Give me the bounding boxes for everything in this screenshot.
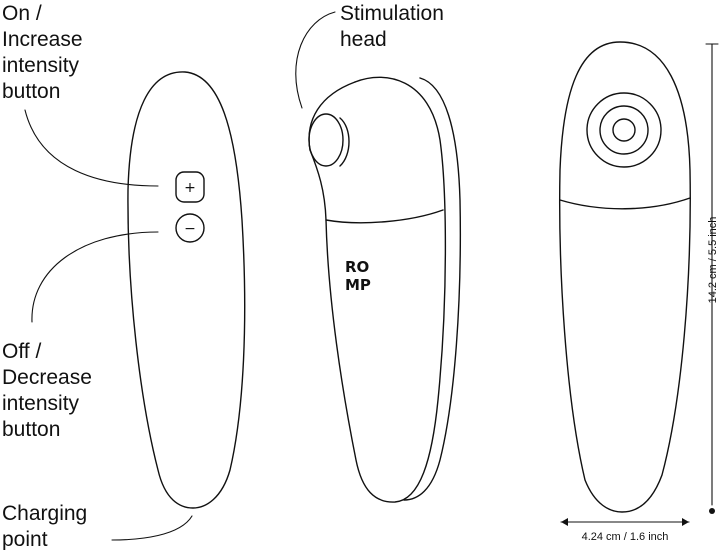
on-increase-label-line-1: On / — [2, 2, 42, 25]
plus-icon: + — [184, 180, 196, 196]
off-decrease-label-line-3: intensity — [2, 392, 80, 415]
device-side-body — [309, 76, 447, 503]
on-increase-label-line-3: intensity — [2, 54, 80, 77]
device-front-view: + − — [127, 71, 246, 509]
device-top-seam — [559, 197, 691, 210]
height-dimension-end-dot — [709, 508, 715, 514]
stimulation-head-label-line-2: head — [340, 28, 387, 51]
height-dimension-text: 14.2 cm / 5.5 inch — [707, 217, 719, 304]
minus-icon: − — [184, 221, 196, 237]
device-side-view: RO MP — [308, 76, 462, 503]
head-middle-ring — [599, 105, 649, 155]
on-increase-label: On / Increase intensity button — [2, 2, 83, 103]
increase-button[interactable] — [175, 171, 205, 203]
romp-logo-line-2: MP — [345, 276, 371, 294]
off-decrease-label-line-2: Decrease — [2, 366, 92, 389]
on-increase-label-line-4: button — [2, 80, 60, 103]
off-button-leader-line — [31, 231, 159, 323]
stimulation-head-rim — [339, 117, 350, 167]
off-decrease-label: Off / Decrease intensity button — [2, 340, 92, 441]
charging-point-leader-line — [111, 515, 193, 541]
stimulation-head-opening — [308, 113, 344, 167]
height-dimension: 14.2 cm / 5.5 inch — [705, 43, 719, 514]
width-right-arrow — [682, 518, 689, 526]
stimulation-head-label: Stimulation head — [340, 2, 444, 51]
charging-point-label-line-1: Charging — [2, 502, 87, 525]
head-inner-ring — [612, 118, 636, 142]
stimulation-head-label-line-1: Stimulation — [340, 2, 444, 25]
decrease-button[interactable] — [175, 213, 205, 243]
charging-point-label-line-2: point — [2, 528, 48, 550]
on-increase-label-line-2: Increase — [2, 28, 83, 51]
device-top-view — [559, 41, 691, 513]
width-dimension: 4.24 cm / 1.6 inch — [560, 518, 690, 543]
width-dimension-text: 4.24 cm / 1.6 inch — [582, 531, 669, 543]
romp-logo-line-1: RO — [345, 258, 369, 276]
off-decrease-label-line-4: button — [2, 418, 60, 441]
width-left-arrow — [561, 518, 568, 526]
stimulation-head-leader-line — [295, 11, 336, 109]
on-button-leader-line — [24, 109, 159, 187]
device-top-body — [559, 41, 691, 513]
device-side-head-seam — [325, 209, 444, 224]
device-side-back-outline — [403, 77, 462, 501]
device-front-body — [127, 71, 246, 509]
off-decrease-label-line-1: Off / — [2, 340, 41, 363]
head-outer-ring — [586, 92, 662, 168]
charging-point-label: Charging point — [2, 502, 87, 550]
